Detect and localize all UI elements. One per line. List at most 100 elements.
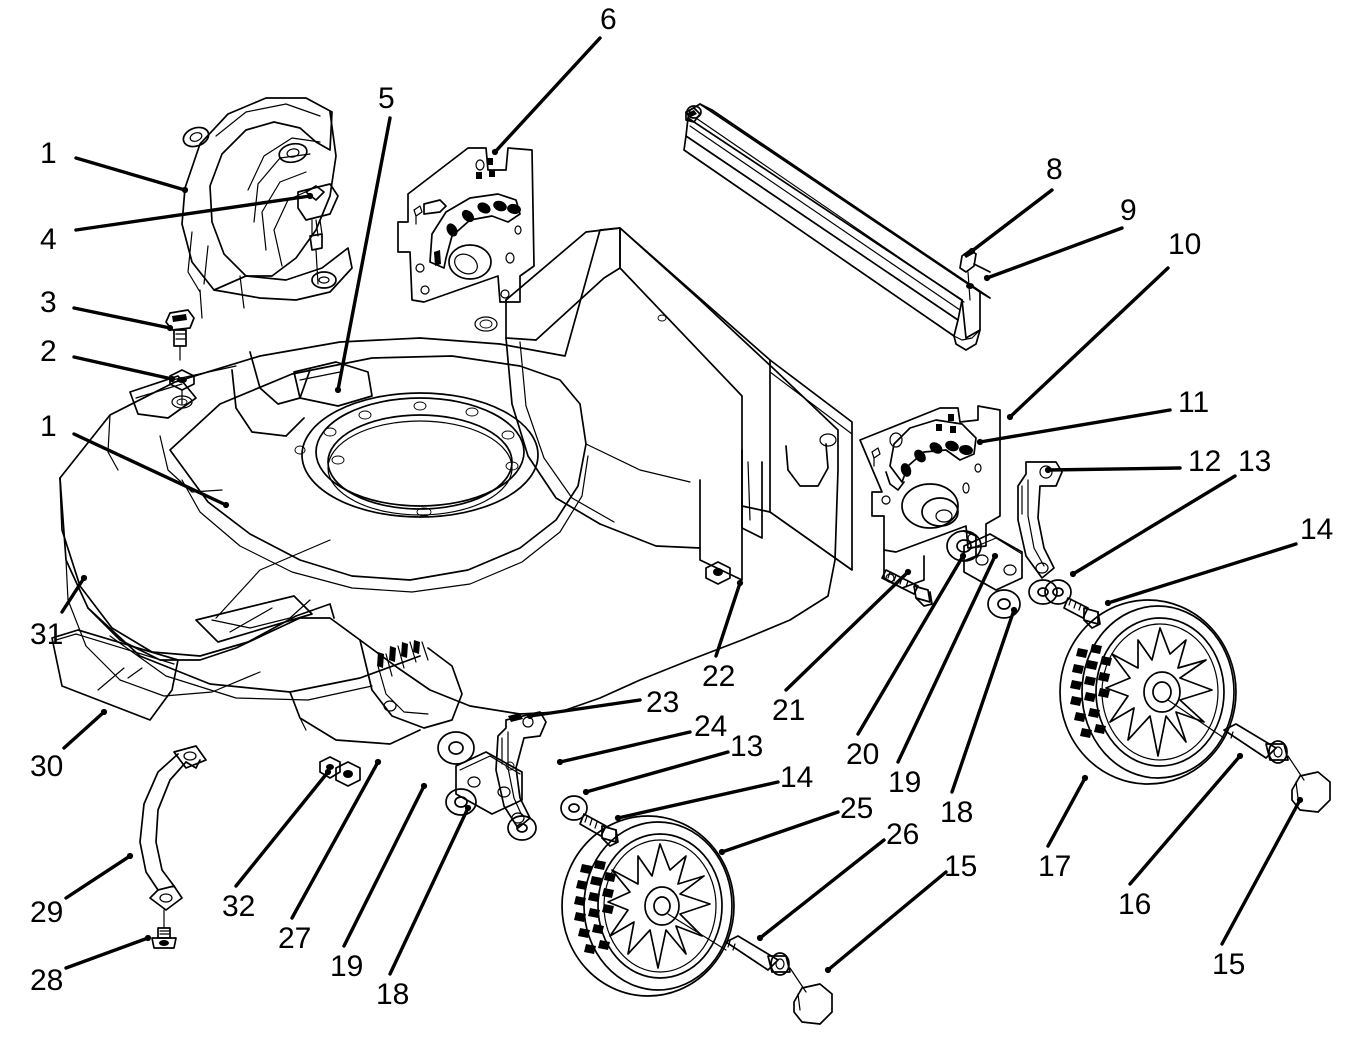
callout-number-15[interactable]: 15 xyxy=(944,850,978,883)
leader-line-14 xyxy=(1106,542,1298,605)
leader-endpoint-16 xyxy=(1236,752,1244,760)
callout-number-29[interactable]: 29 xyxy=(30,896,64,929)
front-link-hardware xyxy=(437,731,619,847)
leader-line-21 xyxy=(784,570,910,692)
front-wheel xyxy=(561,815,735,997)
callout-number-2[interactable]: 2 xyxy=(40,335,57,368)
adjuster-lever-bracket-rear xyxy=(1017,461,1063,579)
leader-line-2 xyxy=(72,355,174,381)
callout-number-5[interactable]: 5 xyxy=(378,82,395,115)
leader-endpoint-9 xyxy=(983,274,991,282)
leader-endpoint-32 xyxy=(324,768,332,776)
leader-line-23 xyxy=(528,698,642,718)
leader-endpoint-5 xyxy=(334,386,342,394)
leader-line-31 xyxy=(60,576,86,614)
leader-endpoint-6 xyxy=(491,148,499,156)
height-adjust-bracket-plate xyxy=(397,147,535,303)
callout-number-12[interactable]: 12 xyxy=(1188,445,1222,478)
leader-line-4 xyxy=(74,194,312,232)
callout-number-25[interactable]: 25 xyxy=(840,792,874,825)
leader-line-17 xyxy=(1046,776,1087,848)
callout-number-1[interactable]: 1 xyxy=(40,137,57,170)
leader-endpoint-23 xyxy=(526,712,534,720)
leader-line-3 xyxy=(72,306,172,330)
callout-number-26[interactable]: 26 xyxy=(886,818,920,851)
axle-hubcap-rear xyxy=(1167,699,1331,813)
flange-nut xyxy=(169,369,195,405)
leader-line-15 xyxy=(1220,798,1302,946)
leader-line-11 xyxy=(978,408,1172,444)
leader-line-10 xyxy=(1008,266,1170,419)
callout-number-16[interactable]: 16 xyxy=(1118,888,1152,921)
callout-number-21[interactable]: 21 xyxy=(772,694,806,727)
callout-number-31[interactable]: 31 xyxy=(30,618,64,651)
axle-hubcap-front xyxy=(667,913,833,1025)
callout-number-19[interactable]: 19 xyxy=(888,766,922,799)
callout-number-18[interactable]: 18 xyxy=(376,978,410,1011)
leader-endpoint-2 xyxy=(168,375,176,383)
screw-bottom xyxy=(151,927,177,949)
callout-number-24[interactable]: 24 xyxy=(694,710,728,743)
callout-number-17[interactable]: 17 xyxy=(1038,850,1072,883)
rear-wheel xyxy=(1059,599,1237,785)
leader-line-28 xyxy=(64,936,150,970)
leader-endpoint-28 xyxy=(144,934,152,942)
nut-deck-side xyxy=(319,756,341,779)
leader-line-25 xyxy=(720,810,840,854)
lock-nut xyxy=(705,561,731,585)
callout-number-9[interactable]: 9 xyxy=(1120,194,1137,227)
callout-number-10[interactable]: 10 xyxy=(1168,228,1202,261)
callout-number-20[interactable]: 20 xyxy=(846,738,880,771)
hex-nut-front xyxy=(335,761,361,787)
leader-line-12 xyxy=(1046,466,1182,472)
callout-number-15[interactable]: 15 xyxy=(1212,948,1246,981)
leader-endpoint-29 xyxy=(126,852,134,860)
callout-number-6[interactable]: 6 xyxy=(600,3,617,36)
callout-number-14[interactable]: 14 xyxy=(780,761,814,794)
leader-line-19 xyxy=(342,784,426,948)
deck-insert-plate xyxy=(293,361,373,407)
leader-line-32 xyxy=(234,770,330,888)
leader-endpoint-22 xyxy=(736,579,744,587)
callout-number-23[interactable]: 23 xyxy=(646,686,680,719)
leader-endpoint-15 xyxy=(1296,796,1304,804)
leader-endpoint-18 xyxy=(1010,606,1018,614)
leader-endpoint-21 xyxy=(904,568,912,576)
callout-number-8[interactable]: 8 xyxy=(1046,153,1063,186)
pivot-hardware-rear xyxy=(946,530,1058,619)
callout-number-11[interactable]: 11 xyxy=(1178,386,1210,419)
leader-line-8 xyxy=(970,188,1054,253)
handle-strap xyxy=(139,745,207,929)
front-adjuster-lever xyxy=(495,711,547,829)
callout-number-13[interactable]: 13 xyxy=(730,730,764,763)
callout-number-27[interactable]: 27 xyxy=(278,922,312,955)
callout-number-22[interactable]: 22 xyxy=(702,660,736,693)
callout-number-19[interactable]: 19 xyxy=(330,950,364,983)
leader-endpoint-13 xyxy=(582,788,590,796)
callout-number-32[interactable]: 32 xyxy=(222,890,256,923)
leader-endpoint-30 xyxy=(100,708,108,716)
callout-number-14[interactable]: 14 xyxy=(1300,513,1334,546)
leader-endpoint-26 xyxy=(756,934,764,942)
leader-endpoint-12 xyxy=(1044,466,1052,474)
callout-leaders xyxy=(60,36,1304,976)
callout-number-3[interactable]: 3 xyxy=(40,286,57,319)
callout-number-1[interactable]: 1 xyxy=(40,410,57,443)
callout-number-18[interactable]: 18 xyxy=(940,796,974,829)
mower-deck-housing xyxy=(59,227,853,745)
leader-line-1 xyxy=(74,156,187,192)
leader-line-27 xyxy=(290,760,380,920)
callout-number-4[interactable]: 4 xyxy=(40,223,57,256)
callout-number-13[interactable]: 13 xyxy=(1238,445,1272,478)
rear-deflector-rail xyxy=(683,103,991,351)
callout-number-30[interactable]: 30 xyxy=(30,750,64,783)
leader-endpoint-19 xyxy=(991,552,999,560)
leader-line-6 xyxy=(493,36,602,154)
leader-endpoint-17 xyxy=(1081,774,1089,782)
shoulder-bolt xyxy=(165,309,195,361)
leader-line-14 xyxy=(616,780,780,820)
callout-number-28[interactable]: 28 xyxy=(30,964,64,997)
leader-endpoint-11 xyxy=(976,438,984,446)
leader-line-16 xyxy=(1128,754,1242,886)
